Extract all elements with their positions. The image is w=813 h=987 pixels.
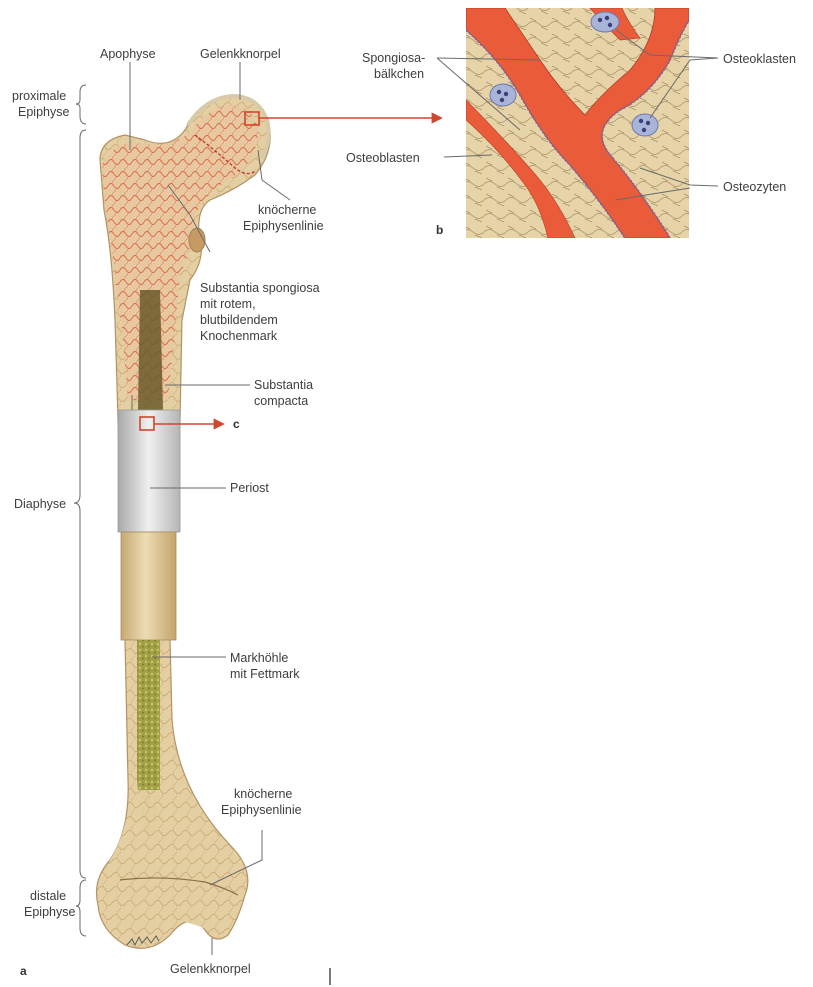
label-epiphysenlinie-top-2: Epiphysenlinie — [243, 219, 324, 233]
label-epiphysenlinie-bottom-1: knöcherne — [234, 787, 292, 801]
label-markhoehle-2: mit Fettmark — [230, 667, 300, 681]
label-epiphysenlinie-bottom-2: Epiphysenlinie — [221, 803, 302, 817]
region-braces — [74, 85, 86, 936]
trabecula-detail — [466, 8, 689, 238]
label-epiphysenlinie-top-1: knöcherne — [258, 203, 316, 217]
brace-diaphyse — [74, 130, 86, 878]
label-spongiosabaelkchen-2: bälkchen — [374, 67, 424, 81]
label-spongiosa-1: Substantia spongiosa — [200, 281, 320, 295]
label-panel-c-ref: c — [233, 417, 240, 431]
label-compacta-2: compacta — [254, 394, 308, 408]
brace-distal — [76, 880, 86, 936]
osteoclast-1 — [490, 84, 516, 106]
label-osteoblasten: Osteoblasten — [346, 151, 420, 165]
medullary-cavity-upper — [138, 290, 163, 410]
label-gelenkknorpel-bottom: Gelenkknorpel — [170, 962, 251, 976]
label-spongiosabaelkchen-1: Spongiosa- — [362, 51, 425, 65]
label-apophyse: Apophyse — [100, 47, 156, 61]
label-gelenkknorpel-top: Gelenkknorpel — [200, 47, 281, 61]
diaphysis-shaft — [121, 532, 176, 640]
label-distale-epiphyse-2: Epiphyse — [24, 905, 75, 919]
label-distale-epiphyse-1: distale — [30, 889, 66, 903]
label-osteoklasten: Osteoklasten — [723, 52, 796, 66]
lesser-trochanter — [189, 228, 205, 252]
label-compacta-1: Substantia — [254, 378, 313, 392]
brace-proximal — [76, 85, 86, 124]
label-markhoehle-1: Markhöhle — [230, 651, 288, 665]
label-spongiosa-3: blutbildendem — [200, 313, 278, 327]
periost-sleeve — [118, 410, 180, 532]
label-diaphyse: Diaphyse — [14, 497, 66, 511]
panel-letter-a: a — [20, 964, 27, 978]
label-proximale-epiphyse-2: Epiphyse — [18, 105, 69, 119]
distal-epiphysis-spongy — [100, 790, 240, 941]
osteoclast-3 — [632, 114, 658, 136]
label-osteozyten: Osteozyten — [723, 180, 786, 194]
panel-letter-b: b — [436, 223, 443, 237]
osteoclast-2 — [591, 12, 619, 32]
label-periost: Periost — [230, 481, 269, 495]
label-proximale-epiphyse-1: proximale — [12, 89, 66, 103]
label-spongiosa-4: Knochenmark — [200, 329, 278, 343]
label-spongiosa-2: mit rotem, — [200, 297, 256, 311]
